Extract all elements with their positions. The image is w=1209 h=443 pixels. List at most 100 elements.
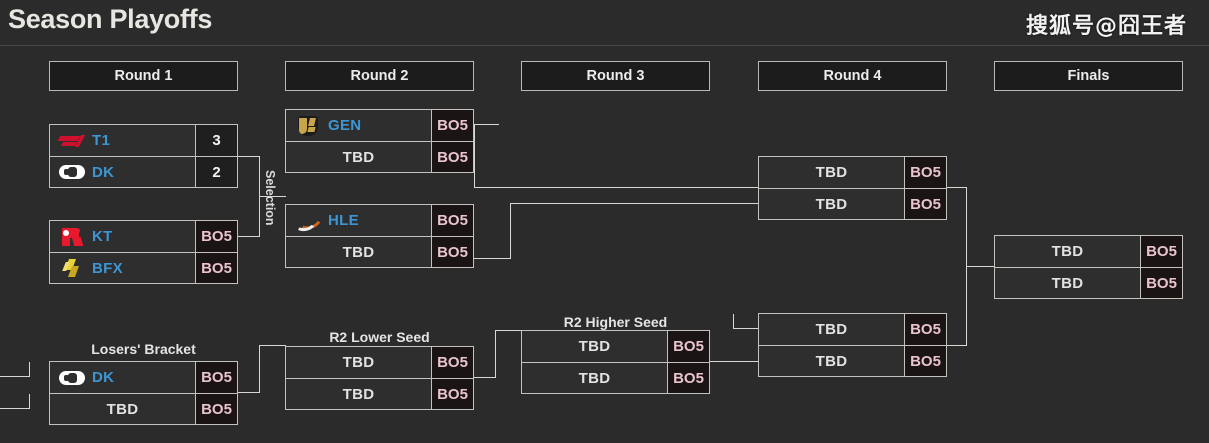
table-row[interactable]: DK BO5 bbox=[50, 362, 237, 393]
connector bbox=[510, 203, 511, 258]
team-score: BO5 bbox=[1140, 236, 1182, 267]
round-header-finals[interactable]: Finals bbox=[994, 61, 1183, 91]
match-round2-bottom[interactable]: HLE BO5 TBD BO5 bbox=[285, 204, 474, 268]
table-row[interactable]: TBD BO5 bbox=[759, 345, 946, 376]
team-name: TBD bbox=[815, 164, 848, 181]
match-round2-top[interactable]: GEN BO5 TBD BO5 bbox=[285, 109, 474, 173]
team-entry[interactable]: TBD bbox=[286, 347, 431, 378]
connector bbox=[966, 266, 967, 345]
team-name: GEN bbox=[328, 117, 362, 134]
team-name: TBD bbox=[815, 352, 848, 370]
team-name: TBD bbox=[342, 243, 375, 261]
match-losers-bracket[interactable]: DK BO5 TBD BO5 bbox=[49, 361, 238, 425]
match-finals[interactable]: TBD BO5 TBD BO5 bbox=[994, 235, 1183, 299]
hle-logo bbox=[292, 205, 325, 233]
round-header-round-1[interactable]: Round 1 bbox=[49, 61, 238, 91]
connector bbox=[238, 156, 260, 157]
team-score: BO5 bbox=[431, 379, 473, 409]
table-row[interactable]: TBD BO5 bbox=[522, 362, 709, 393]
connector bbox=[710, 361, 758, 362]
team-entry[interactable]: TBD bbox=[522, 363, 667, 393]
connector bbox=[29, 362, 30, 377]
team-score: 3 bbox=[195, 125, 237, 156]
round-header-round-4[interactable]: Round 4 bbox=[758, 61, 947, 91]
team-name: TBD bbox=[815, 321, 848, 338]
team-name: TBD bbox=[578, 369, 611, 387]
team-name: TBD bbox=[578, 338, 611, 355]
team-score: BO5 bbox=[904, 346, 946, 376]
team-entry[interactable]: TBD bbox=[50, 394, 195, 424]
team-name: TBD bbox=[342, 148, 375, 166]
round-header-label: Finals bbox=[1067, 68, 1110, 84]
table-row[interactable]: HLE BO5 bbox=[286, 205, 473, 236]
team-entry[interactable]: TBD bbox=[995, 236, 1140, 267]
table-row[interactable]: TBD BO5 bbox=[50, 393, 237, 424]
match-r2-lower-seed[interactable]: TBD BO5 TBD BO5 bbox=[285, 346, 474, 410]
table-row[interactable]: TBD BO5 bbox=[995, 236, 1182, 267]
connector bbox=[29, 394, 30, 409]
team-entry[interactable]: GEN bbox=[286, 110, 431, 141]
team-entry[interactable]: TBD bbox=[759, 314, 904, 345]
team-entry[interactable]: TBD bbox=[759, 189, 904, 219]
table-row[interactable]: TBD BO5 bbox=[286, 347, 473, 378]
team-score: BO5 bbox=[667, 331, 709, 362]
table-row[interactable]: TBD BO5 bbox=[759, 157, 946, 188]
team-score: BO5 bbox=[904, 189, 946, 219]
team-name: TBD bbox=[106, 400, 139, 418]
team-entry[interactable]: KT bbox=[50, 221, 195, 252]
connector bbox=[0, 376, 30, 377]
table-row[interactable]: TBD BO5 bbox=[286, 378, 473, 409]
team-score: BO5 bbox=[431, 142, 473, 172]
table-row[interactable]: T1 3 bbox=[50, 125, 237, 156]
match-round4-top[interactable]: TBD BO5 TBD BO5 bbox=[758, 156, 947, 220]
team-name: DK bbox=[92, 163, 115, 181]
r2-higher-seed-label: R2 Higher Seed bbox=[563, 314, 668, 330]
round-header-label: Round 1 bbox=[114, 68, 173, 84]
table-row[interactable]: GEN BO5 bbox=[286, 110, 473, 141]
team-score: BO5 bbox=[1140, 268, 1182, 298]
team-entry[interactable]: TBD bbox=[522, 331, 667, 362]
round-header-round-2[interactable]: Round 2 bbox=[285, 61, 474, 91]
table-row[interactable]: TBD BO5 bbox=[759, 188, 946, 219]
connector bbox=[474, 124, 475, 187]
connector bbox=[259, 345, 286, 346]
team-entry[interactable]: TBD bbox=[286, 142, 431, 172]
match-round1-top[interactable]: T1 3 DK 2 bbox=[49, 124, 238, 188]
table-row[interactable]: TBD BO5 bbox=[286, 141, 473, 172]
team-entry[interactable]: T1 bbox=[50, 125, 195, 156]
table-row[interactable]: TBD BO5 bbox=[522, 331, 709, 362]
team-entry[interactable]: TBD bbox=[759, 346, 904, 376]
table-row[interactable]: DK 2 bbox=[50, 156, 237, 187]
match-r2-higher-seed[interactable]: TBD BO5 TBD BO5 bbox=[521, 330, 710, 394]
team-name: TBD bbox=[342, 354, 375, 371]
team-entry[interactable]: TBD bbox=[286, 237, 431, 267]
team-entry[interactable]: DK bbox=[50, 157, 195, 187]
connector bbox=[495, 330, 522, 331]
team-entry[interactable]: BFX bbox=[50, 253, 195, 283]
team-entry[interactable]: TBD bbox=[286, 379, 431, 409]
team-score: BO5 bbox=[431, 205, 473, 236]
table-row[interactable]: BFX BO5 bbox=[50, 252, 237, 283]
table-row[interactable]: TBD BO5 bbox=[286, 236, 473, 267]
team-name: TBD bbox=[1051, 274, 1084, 292]
team-entry[interactable]: DK bbox=[50, 362, 195, 393]
round-header-label: Round 2 bbox=[350, 68, 409, 84]
connector bbox=[238, 236, 260, 237]
table-row[interactable]: TBD BO5 bbox=[995, 267, 1182, 298]
match-round4-bottom[interactable]: TBD BO5 TBD BO5 bbox=[758, 313, 947, 377]
table-row[interactable]: KT BO5 bbox=[50, 221, 237, 252]
page-header: Season Playoffs 搜狐号@囧王者 bbox=[0, 0, 1209, 46]
team-name: TBD bbox=[342, 385, 375, 403]
round-header-round-3[interactable]: Round 3 bbox=[521, 61, 710, 91]
connector bbox=[947, 187, 967, 188]
dk-logo bbox=[58, 162, 86, 182]
selection-label: Selection bbox=[263, 170, 277, 226]
team-entry[interactable]: TBD bbox=[759, 157, 904, 188]
team-entry[interactable]: HLE bbox=[286, 205, 431, 236]
table-row[interactable]: TBD BO5 bbox=[759, 314, 946, 345]
match-round1-bottom[interactable]: KT BO5 BFX BO5 bbox=[49, 220, 238, 284]
team-entry[interactable]: TBD bbox=[995, 268, 1140, 298]
connector bbox=[474, 124, 499, 125]
round-header-label: Round 3 bbox=[586, 68, 645, 84]
